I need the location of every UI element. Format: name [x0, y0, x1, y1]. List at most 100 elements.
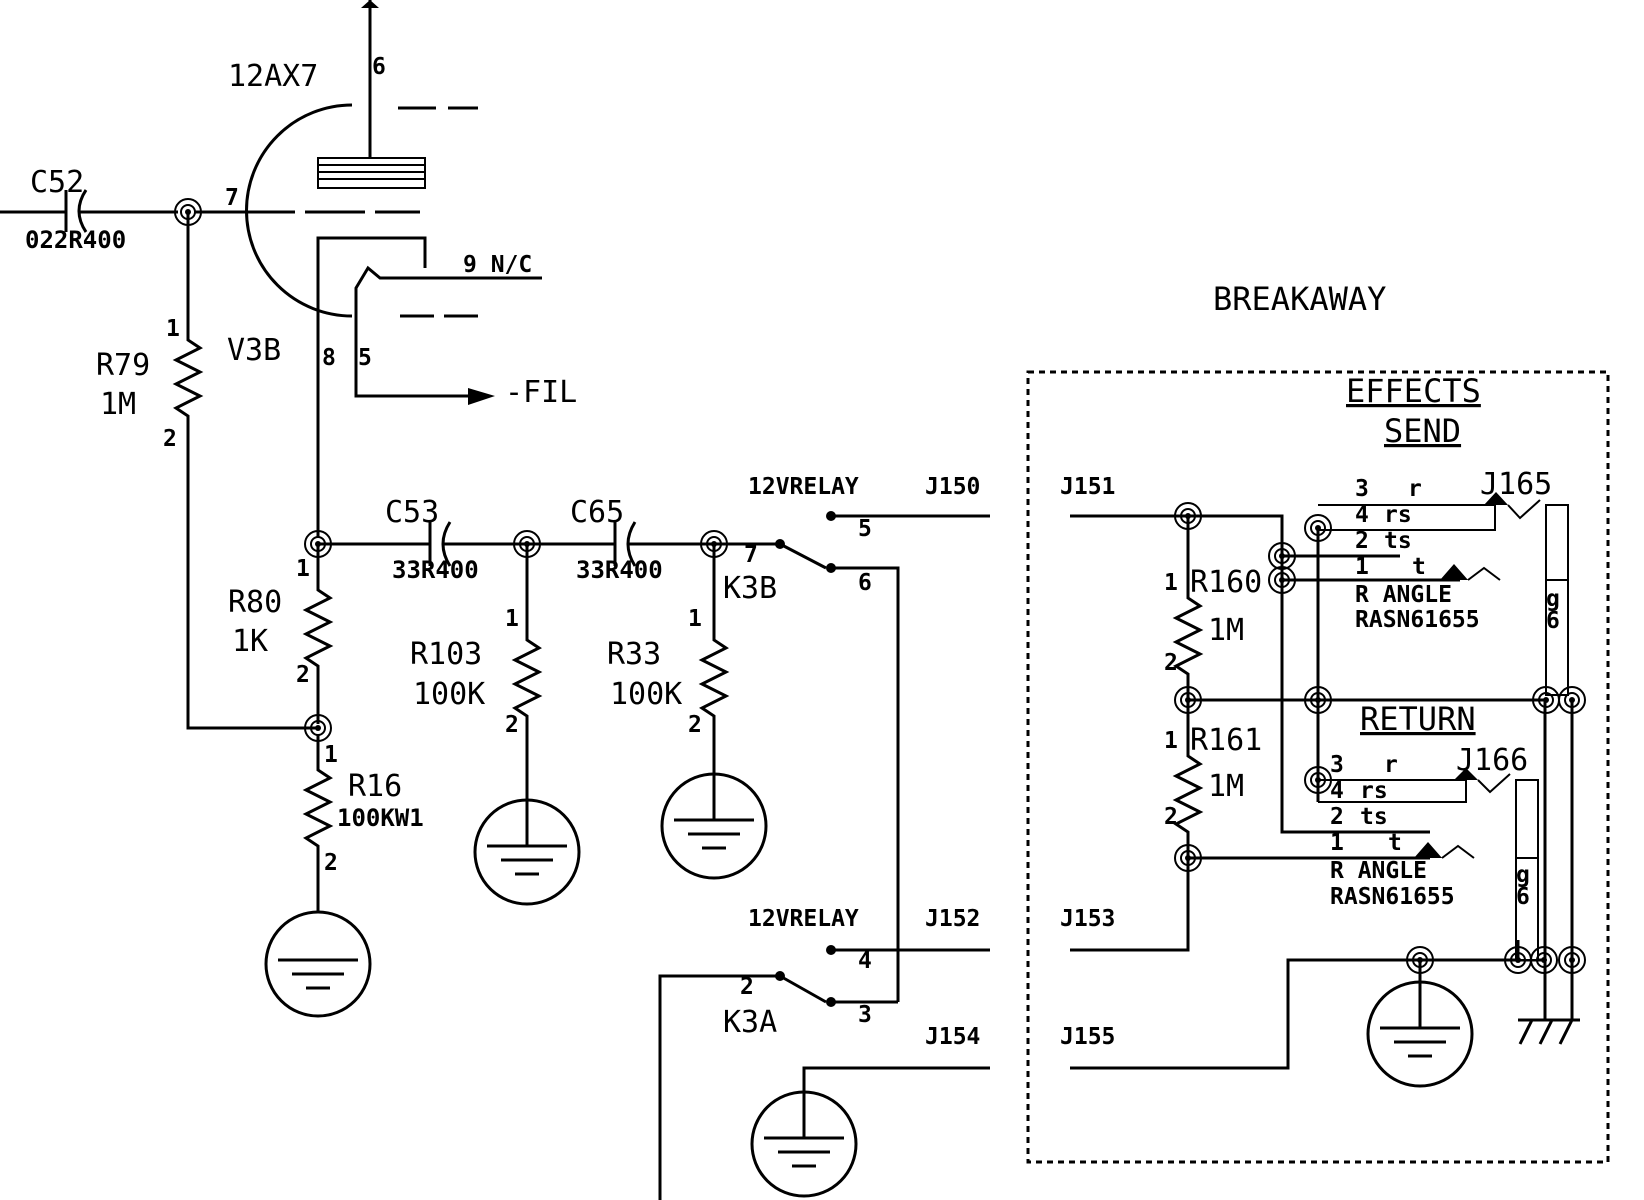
j166-p4: 4 — [1330, 778, 1344, 804]
r33-ref: R33 — [607, 637, 661, 672]
chassis-ground-icon — [1518, 1018, 1580, 1045]
r161-value: 1M — [1208, 769, 1244, 804]
r79-pin2: 2 — [163, 426, 177, 452]
j155-label: J155 — [1060, 1024, 1115, 1050]
c52-value: 022R400 — [25, 226, 126, 254]
tube-type-label: 12AX7 — [228, 59, 318, 94]
j166-sleeve-arrow-icon — [1414, 842, 1442, 858]
r160-resistor — [1172, 516, 1204, 700]
fil-arrow-icon — [468, 388, 495, 405]
k3b-pin-a: 5 — [858, 516, 872, 542]
junction — [1304, 766, 1332, 794]
j151-send-net — [1188, 514, 1430, 834]
junction — [304, 530, 332, 558]
r103-value: 100K — [413, 677, 485, 712]
j166-p2: 2 — [1330, 804, 1344, 830]
c65-value: 33R400 — [576, 556, 663, 584]
j165-angle: R ANGLE — [1355, 582, 1452, 608]
j154-ground-line — [802, 1066, 990, 1092]
j166-p1: 1 — [1330, 830, 1344, 856]
j155-net — [1070, 958, 1545, 1070]
j166-p3n: r — [1384, 752, 1398, 778]
junction — [1268, 566, 1296, 594]
j166-tip-arrow-icon — [1454, 768, 1478, 780]
ground-icon — [660, 772, 768, 880]
r103-resistor — [511, 544, 543, 800]
j165-p1n: t — [1412, 554, 1426, 580]
relay-k3a: 12VRELAY K3A 2 4 3 — [658, 906, 990, 1200]
r33-pin1: 1 — [688, 606, 702, 632]
fil-label: -FIL — [505, 375, 577, 410]
jack-j166: 3 r 4 rs 2 ts 1 t J166 R ANGLE RASN61655… — [1318, 743, 1539, 961]
ground-icon — [750, 1090, 858, 1198]
junction — [700, 530, 728, 558]
coupling-network: C53 33R400 C65 33R400 R103 100K 1 2 R33 … — [318, 495, 780, 800]
j166-p4n: rs — [1360, 778, 1388, 804]
j165-ref: J165 — [1480, 467, 1552, 502]
k3a-ref: K3A — [723, 1005, 777, 1040]
k3b-switch-arm — [779, 542, 827, 570]
k3a-type: 12VRELAY — [748, 906, 859, 932]
r160-ref: R160 — [1190, 565, 1262, 600]
junction — [1174, 844, 1202, 872]
j165-part: RASN61655 — [1355, 607, 1480, 633]
heater-lead — [354, 265, 542, 398]
j150-label: J150 — [925, 474, 980, 500]
input-section: C52 022R400 R79 1M 1 2 — [0, 165, 318, 730]
pin-grid: 7 — [225, 185, 239, 211]
r79-ref: R79 — [96, 348, 150, 383]
r33-resistor — [698, 544, 730, 774]
junction — [304, 714, 332, 742]
plate-arrow-icon — [361, 0, 379, 8]
r16-pin1: 1 — [324, 742, 338, 768]
k3b-ref: K3B — [723, 571, 777, 606]
j154-label: J154 — [925, 1024, 980, 1050]
j166-ref: J166 — [1456, 743, 1528, 778]
c53-ref: C53 — [385, 495, 439, 530]
cathode-lead — [316, 236, 427, 538]
ground-symbols — [264, 772, 1474, 1198]
j166-g: g — [1516, 862, 1530, 888]
j165-p3: 3 — [1355, 476, 1369, 502]
pin-plate: 6 — [372, 54, 386, 80]
r16-resistor — [302, 734, 334, 912]
r80-value: 1K — [232, 624, 268, 659]
j165-p2: 2 — [1355, 528, 1369, 554]
r161-resistor — [1172, 700, 1204, 858]
junction — [1268, 542, 1296, 570]
j165-six: 6 — [1546, 608, 1560, 634]
ground-icon — [1366, 962, 1474, 1088]
j166-p3: 3 — [1330, 752, 1344, 778]
j165-tip-arrow-icon — [1484, 492, 1508, 505]
r161-pin1: 1 — [1164, 728, 1178, 754]
j153-net — [1070, 858, 1190, 952]
k3b-type: 12VRELAY — [748, 474, 859, 500]
r79-resistor — [172, 212, 318, 730]
k3a-pin-common: 2 — [740, 974, 754, 1000]
junction — [1304, 514, 1332, 542]
r16-ref: R16 — [348, 769, 402, 804]
j151-label: J151 — [1060, 474, 1115, 500]
j166-body — [1515, 779, 1539, 961]
r80-pin2: 2 — [296, 662, 310, 688]
jack-j165: 3 r 4 rs 2 ts 1 t J165 R ANGLE RASN61655… — [1318, 467, 1569, 696]
effects-send-title-2: SEND — [1384, 412, 1461, 450]
j165-sleeve-arrow-icon — [1440, 564, 1468, 580]
ground-icon — [264, 910, 372, 1018]
r160-value: 1M — [1208, 613, 1244, 648]
junction — [174, 198, 202, 226]
junction-dots — [174, 198, 1586, 974]
r161-pin2: 2 — [1164, 804, 1178, 830]
r33-value: 100K — [610, 677, 682, 712]
k3a-pin-b: 3 — [858, 1002, 872, 1028]
k3a-pin-a: 4 — [858, 948, 872, 974]
r16-pin2: 2 — [324, 850, 338, 876]
c53-value: 33R400 — [392, 556, 479, 584]
breakaway-outline — [1026, 370, 1610, 1164]
r161-ref: R161 — [1190, 723, 1262, 758]
pin-cathode: 8 — [322, 345, 336, 371]
j166-part: RASN61655 — [1330, 884, 1455, 910]
r103-ref: R103 — [410, 637, 482, 672]
j165-p4n: rs — [1384, 502, 1412, 528]
